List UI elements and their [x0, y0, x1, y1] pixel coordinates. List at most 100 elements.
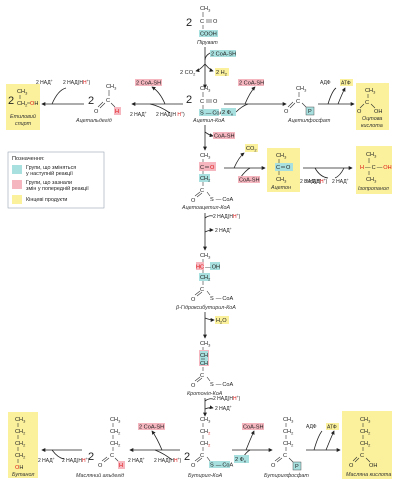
- coash-out-6: CoA-SH: [243, 425, 264, 431]
- svg-text:CH3: CH3: [366, 177, 377, 184]
- svg-text:CH2: CH2: [200, 275, 211, 282]
- svg-text:S—CoA: S—CoA: [210, 463, 233, 469]
- svg-text:CH3: CH3: [110, 417, 121, 424]
- legend: Позначення: Групи, що зміняться у наступ…: [7, 151, 105, 209]
- ethanol-product: 2 CH3 CH2 OH Етиловий спирт: [6, 84, 40, 130]
- svg-text:CH: CH: [200, 361, 208, 367]
- svg-text:у наступній реакції: у наступній реакції: [26, 170, 73, 177]
- svg-text:O: O: [191, 383, 196, 389]
- adp-in-2: АДФ: [306, 424, 317, 430]
- svg-text:O: O: [213, 19, 218, 25]
- butyryl-coa-structure: 2 CH3 CH2 CH2 C O S—CoA Бутирил-КоА: [184, 417, 233, 479]
- svg-text:C═O: C═O: [276, 165, 291, 171]
- legend-title: Позначення:: [12, 156, 45, 162]
- svg-text:C: C: [283, 453, 287, 459]
- coef-two: 2: [186, 17, 192, 29]
- svg-text:C: C: [200, 19, 204, 25]
- coash-out-4: CoA-SH: [239, 178, 260, 184]
- svg-text:CH2: CH2: [200, 441, 211, 448]
- svg-text:H—C—OH: H—C—OH: [360, 165, 392, 171]
- svg-text:O: O: [213, 99, 218, 105]
- svg-text:O: O: [98, 463, 103, 469]
- svg-text:CH3: CH3: [106, 84, 117, 91]
- nad-plus-6: 2 НАД+: [128, 457, 145, 464]
- svg-text:2: 2: [88, 451, 94, 463]
- svg-text:O: O: [349, 463, 354, 469]
- coash-in: 2 CoA-SH: [211, 52, 236, 58]
- acetoacetyl-coa-structure: CH3 C═O CH2 C O S—CoA Ацетоацетил-КоА: [181, 153, 233, 211]
- svg-text:O: O: [191, 297, 196, 303]
- svg-text:OH: OH: [374, 109, 382, 115]
- nadh-2: 2 НАД(HH+): [63, 79, 91, 86]
- svg-text:CH2: CH2: [110, 441, 121, 448]
- nadh-7: 2 НАД(HH+): [62, 457, 90, 464]
- coash-out-5: 2 CoA-SH: [139, 425, 164, 431]
- svg-text:CH2: CH2: [17, 101, 28, 108]
- label-butyryl-coa: Бутирил-КоА: [188, 473, 223, 479]
- svg-text:CH3: CH3: [200, 417, 211, 424]
- hydroxybutyryl-coa-structure: CH3 HC—OH CH2 C O S—CoA β-Гідроксибутири…: [175, 253, 236, 311]
- atp-out: АТФ: [341, 81, 351, 87]
- acetic-acid-product: CH3 C O OH Оцтова кислота: [356, 83, 389, 130]
- svg-text:HC—OH: HC—OH: [196, 265, 220, 271]
- butyryl-phosphate-structure: CH3 CH2 CH2 C O P Бутирилфосфат: [264, 417, 309, 479]
- label-crotonyl-coa: Кротоніл-КоА: [187, 391, 223, 397]
- coash-out-2: 2 CoA-SH: [239, 81, 264, 87]
- svg-text:CH2: CH2: [360, 441, 371, 448]
- svg-text:C: C: [200, 188, 204, 194]
- label-acetic-1: Оцтова: [362, 116, 382, 122]
- cooh-group: COOH: [200, 32, 217, 38]
- nad-plus-7: 2 НАД+: [38, 457, 55, 464]
- svg-text:2: 2: [186, 94, 192, 106]
- coash-out-1: 2 CoA-SH: [136, 81, 161, 87]
- svg-text:P: P: [308, 109, 312, 115]
- nad-plus-1: 2 НАД+: [130, 111, 147, 118]
- co2-out-2: CO2: [246, 146, 257, 153]
- svg-text:H: H: [119, 463, 123, 469]
- legend-swatch-final: [12, 195, 22, 204]
- svg-text:OH: OH: [30, 101, 38, 107]
- svg-text:S—CoA: S—CoA: [200, 111, 223, 117]
- svg-text:S—CoA: S—CoA: [210, 296, 233, 302]
- svg-text:CH3: CH3: [200, 341, 211, 348]
- label-butyryl-phosphate: Бутирилфосфат: [264, 473, 309, 479]
- svg-text:C: C: [106, 98, 110, 104]
- svg-text:Групи, що зазнали: Групи, що зазнали: [26, 180, 72, 186]
- svg-text:CH3: CH3: [200, 86, 211, 93]
- svg-text:2: 2: [184, 451, 190, 463]
- svg-text:C: C: [360, 453, 364, 459]
- label-acetone: Ацетон: [270, 185, 291, 191]
- legend-swatch-changing: [12, 165, 22, 174]
- co2-out: 2 CO2: [180, 70, 196, 77]
- label-hydroxybutyryl-coa: β-Гідроксибутирил-КоА: [175, 305, 236, 311]
- nadh-5: 2 НАД(HH+): [213, 395, 241, 402]
- svg-text:CH3: CH3: [200, 153, 211, 160]
- svg-text:2: 2: [8, 95, 14, 107]
- svg-text:CH2: CH2: [200, 176, 211, 183]
- label-acetyl-coa: Ацетил-КоА: [192, 118, 225, 124]
- label-acetic-2: кислота: [361, 123, 383, 129]
- pi-in: 2 Фн: [222, 110, 233, 117]
- svg-text:C: C: [200, 453, 204, 459]
- nadh-4: 2 НАД(HH+): [213, 213, 241, 220]
- svg-text:S—CoA: S—CoA: [210, 382, 233, 388]
- svg-text:C: C: [200, 287, 204, 293]
- svg-text:C: C: [365, 100, 369, 106]
- svg-text:CH3: CH3: [283, 417, 294, 424]
- svg-text:CH3: CH3: [276, 153, 287, 160]
- coash-out-3: CoA-SH: [214, 134, 235, 140]
- svg-text:CH2: CH2: [15, 429, 26, 436]
- water-out: H2O: [216, 318, 227, 325]
- nad-plus-4: 2 НАД+: [215, 227, 232, 234]
- butanol-product: CH3 CH2 CH2 CH2 OH Бутанол: [8, 412, 38, 478]
- atp-out-2: АТФ: [327, 425, 337, 431]
- svg-text:2: 2: [88, 95, 94, 107]
- svg-text:CH3: CH3: [276, 177, 287, 184]
- svg-text:O: O: [191, 198, 196, 204]
- svg-text:CH3: CH3: [365, 88, 376, 95]
- svg-text:CH2: CH2: [15, 453, 26, 460]
- nadh-3: 2 НАД): [305, 179, 322, 185]
- svg-text:O: O: [357, 109, 362, 115]
- svg-text:OH: OH: [15, 465, 23, 471]
